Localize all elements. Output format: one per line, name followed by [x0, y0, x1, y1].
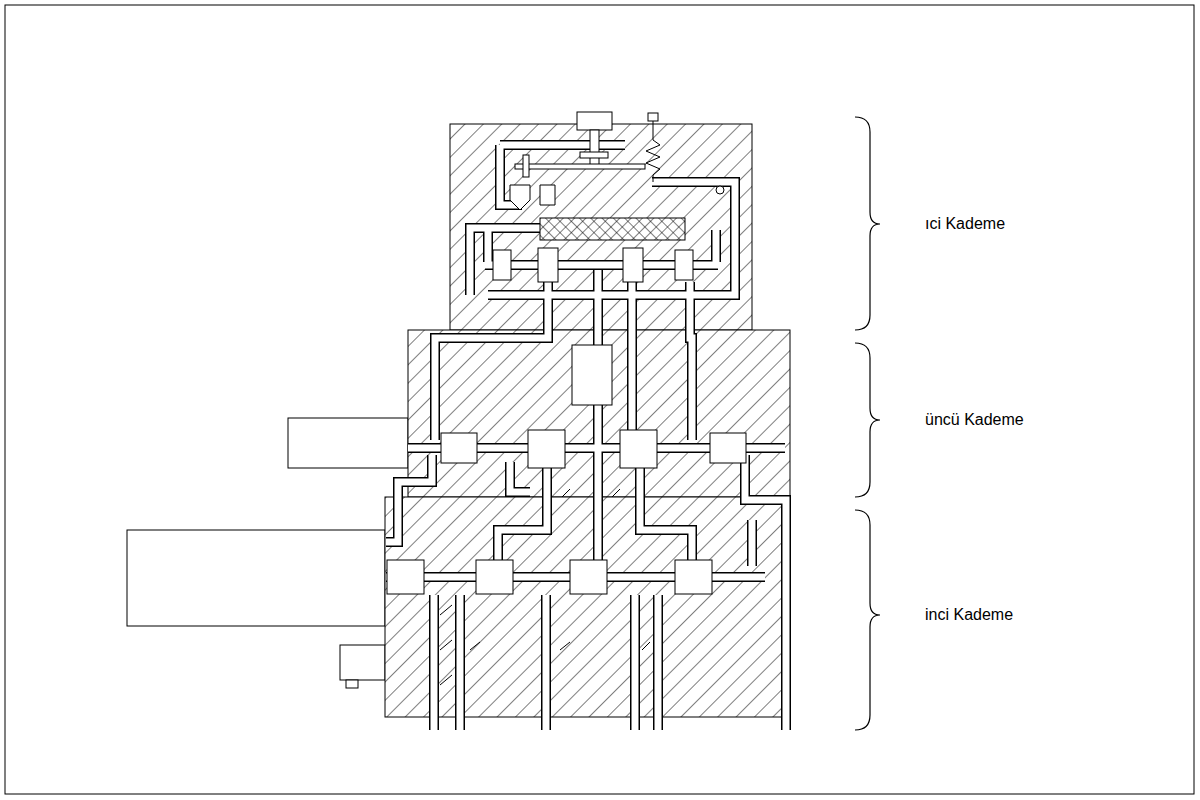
filter-mesh: [540, 218, 685, 240]
fluid-channel-outline: [386, 145, 786, 730]
stage-label: ıci Kademe: [925, 214, 1005, 233]
stage-label: inci Kademe: [925, 605, 1013, 624]
stage-brace: [855, 117, 880, 730]
spool-lands: [387, 248, 746, 594]
solenoid-pin: [346, 680, 358, 688]
nozzle-flapper: [510, 112, 645, 210]
orifice-marks: [440, 489, 650, 685]
pivot-symbol: [716, 186, 724, 194]
spring-symbol: [646, 113, 660, 182]
stage-label: üncü Kademe: [925, 410, 1024, 429]
solenoid-symbol: [340, 645, 385, 680]
actuator-housing: [288, 418, 408, 468]
fluid-channel: [386, 145, 786, 730]
actuator-housing: [127, 530, 385, 626]
stage-block: [385, 497, 790, 717]
frame: [5, 5, 1194, 794]
